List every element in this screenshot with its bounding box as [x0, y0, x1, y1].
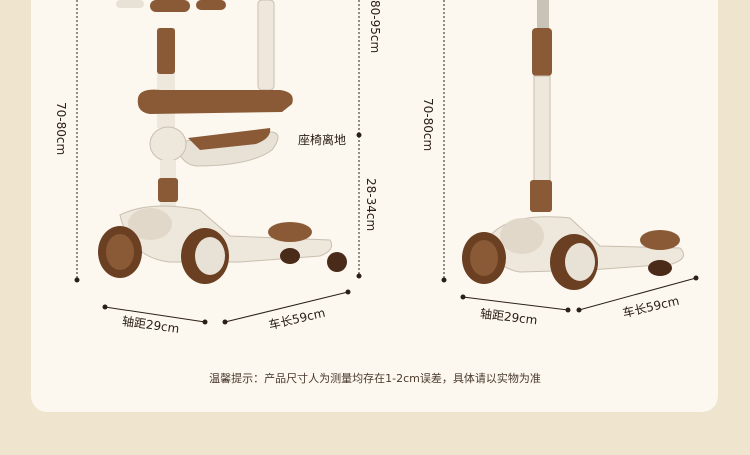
left-scooter: [98, 0, 347, 284]
measurement-notice: 温馨提示：产品尺寸人为测量均存在1-2cm误差，具体请以实物为准: [209, 372, 541, 385]
label-right-handle-height: 70-80cm: [421, 98, 435, 152]
label-seat-height-title: 座椅离地: [298, 133, 347, 147]
label-left-handle-height: 70-80cm: [54, 102, 68, 156]
label-seat-height: 28-34cm: [364, 178, 378, 232]
left-dimension-lines: [76, 0, 360, 323]
content-card: [31, 0, 718, 412]
right-dimension-lines: [443, 0, 697, 311]
label-seat-top-height: 80-95cm: [368, 0, 382, 54]
right-scooter: [462, 0, 685, 290]
